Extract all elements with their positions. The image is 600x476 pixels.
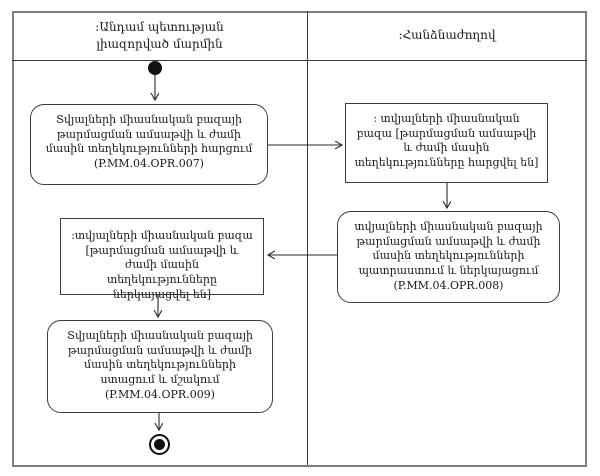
action-request-info: Տվյալների միասնական բազայի թարմացման ամս… — [30, 104, 268, 185]
lane-title-commission: :Հանձնաժողով — [398, 28, 496, 43]
action-receive-process: Տվյալների միասնական բազայի թարմացման ամս… — [47, 320, 273, 413]
swimlane-divider — [307, 11, 308, 465]
lane-title-authorized-body: :Անդամ պետության լիազորված մարմին — [95, 19, 224, 51]
final-node — [149, 434, 170, 455]
object-db-submitted: :տվյալների միասնական բազա [թարմացման ամս… — [60, 218, 264, 301]
object-db-requested-label: : տվյալների միասնական բազա [թարմացման ամ… — [354, 112, 539, 169]
object-db-requested: : տվյալների միասնական բազա [թարմացման ամ… — [345, 103, 548, 183]
initial-node — [148, 61, 162, 75]
diagram-frame — [12, 11, 587, 467]
final-node-inner-dot — [154, 439, 165, 450]
action-prepare-submit-label: տվյալների միասնական բազայի թարմացման ամս… — [354, 220, 543, 292]
lane-header-authorized-body: :Անդամ պետության լիազորված մարմին — [12, 11, 307, 60]
action-request-info-label: Տվյալների միասնական բազայի թարմացման ամս… — [45, 113, 253, 170]
object-db-submitted-label: :տվյալների միասնական բազա [թարմացման ամս… — [71, 229, 253, 301]
action-receive-process-label: Տվյալների միասնական բազայի թարմացման ամս… — [66, 329, 254, 401]
swimlane-header-row: :Անդամ պետության լիազորված մարմին :Հանձն… — [12, 11, 587, 61]
lane-header-commission: :Հանձնաժողով — [307, 11, 587, 60]
action-prepare-submit: տվյալների միասնական բազայի թարմացման ամս… — [337, 211, 560, 303]
